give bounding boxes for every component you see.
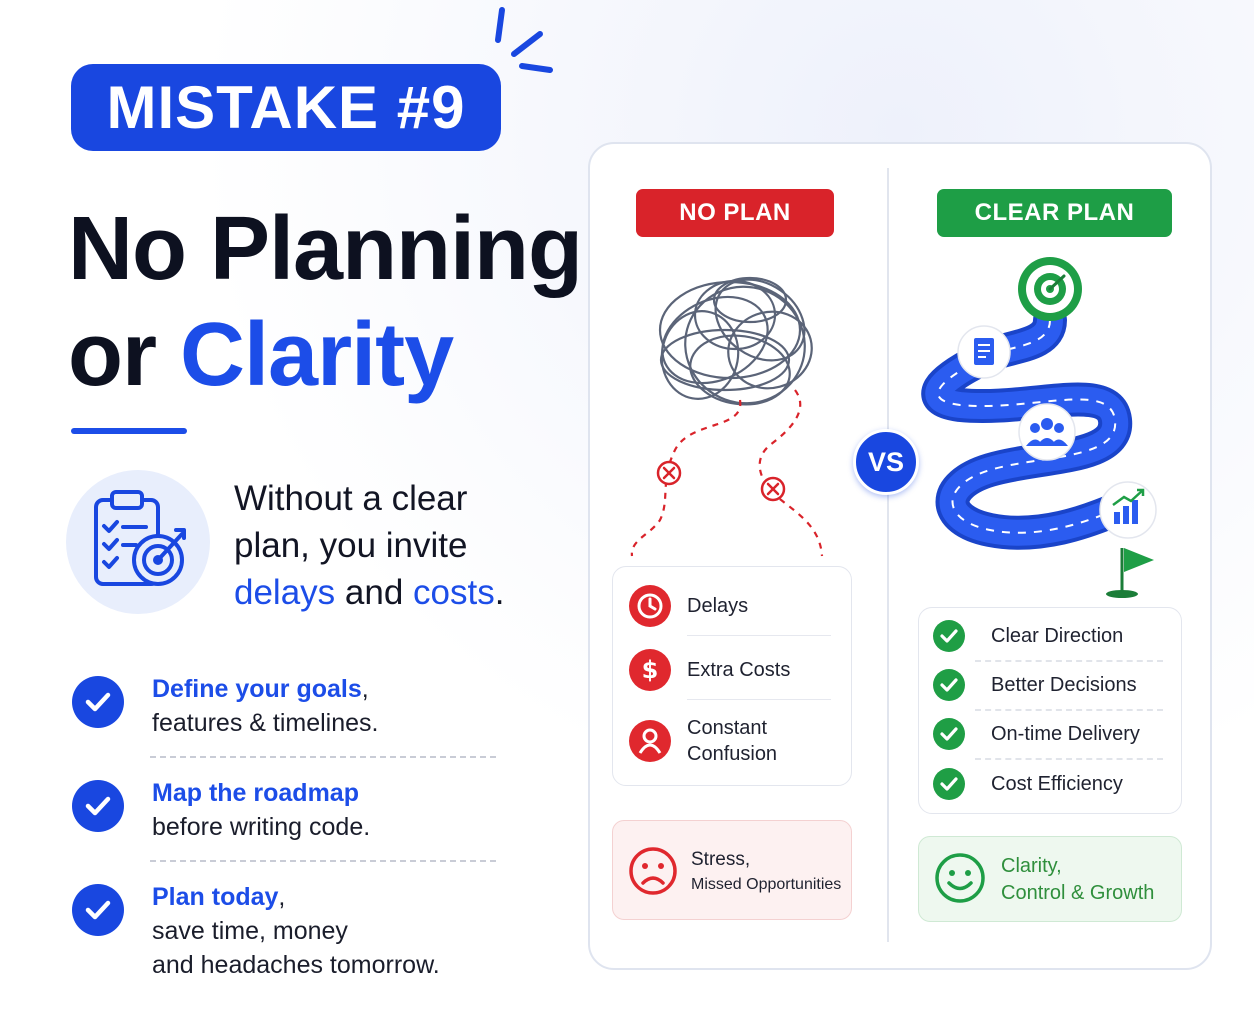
clear-plan-tag: CLEAR PLAN xyxy=(937,189,1172,237)
intro-highlight-costs: costs xyxy=(413,573,495,612)
tip-rest: before writing code. xyxy=(152,813,371,841)
tip-lead-suffix: , xyxy=(361,675,369,703)
mistake-badge-label: MISTAKE #9 xyxy=(106,74,466,141)
tip-item: Define your goals, features & timelines. xyxy=(72,668,502,772)
tip-divider xyxy=(150,860,496,862)
no-plan-result: Stress, Missed Opportunities xyxy=(612,820,852,920)
clear-plan-result: Clarity, Control & Growth xyxy=(918,836,1182,922)
title-line-1: No Planning xyxy=(68,199,583,299)
tip-text: Plan today, save time, money and headach… xyxy=(152,880,440,982)
result-line-1: Clarity, xyxy=(1001,855,1062,877)
intro-line-3: delays and costs. xyxy=(234,569,554,616)
panel-divider xyxy=(887,168,889,942)
tips-list: Define your goals, features & timelines.… xyxy=(72,668,502,980)
benefit-item: Cost Efficiency xyxy=(933,768,1123,800)
consequence-label-line: Confusion xyxy=(687,743,778,765)
benefit-item: On-time Delivery xyxy=(933,718,1140,750)
tip-lead: Map the roadmap xyxy=(152,779,359,807)
check-icon xyxy=(933,620,965,652)
benefit-label: Better Decisions xyxy=(991,673,1137,696)
tip-item: Plan today, save time, money and headach… xyxy=(72,876,502,980)
burst-lines-icon xyxy=(495,7,553,73)
tip-text: Define your goals, features & timelines. xyxy=(152,672,379,740)
clipboard-target-icon xyxy=(66,470,210,614)
benefit-label: On-time Delivery xyxy=(991,722,1140,745)
title-underline xyxy=(71,428,187,434)
page-title: No Planning or Clarity xyxy=(68,196,583,408)
clear-plan-benefits-card: Clear Direction Better Decisions On-time… xyxy=(918,607,1182,814)
intro-line-2: plan, you invite xyxy=(234,526,468,565)
tip-rest: and headaches tomorrow. xyxy=(152,951,440,979)
vs-badge: VS xyxy=(853,429,919,495)
no-plan-tag: NO PLAN xyxy=(636,189,834,237)
tip-item: Map the roadmap before writing code. xyxy=(72,772,502,876)
clear-plan-tag-label: CLEAR PLAN xyxy=(974,199,1135,226)
benefit-item: Clear Direction xyxy=(933,620,1123,652)
list-divider xyxy=(687,699,831,700)
title-line-2: or Clarity xyxy=(68,302,582,408)
intro-text: Without a clear plan, you invite delays … xyxy=(234,475,554,616)
smile-face-icon xyxy=(935,853,985,903)
list-divider xyxy=(975,709,1163,711)
check-circle-icon xyxy=(72,676,124,728)
check-icon xyxy=(933,669,965,701)
intro-and: and xyxy=(335,573,414,612)
consequence-label-line: Constant xyxy=(687,717,768,739)
tip-rest: features & timelines. xyxy=(152,709,379,737)
sad-face-icon xyxy=(629,847,677,895)
tip-lead: Plan today xyxy=(152,883,279,911)
result-line-1: Stress, xyxy=(691,849,751,870)
check-circle-icon xyxy=(72,884,124,936)
title-plain: or xyxy=(68,305,181,405)
tip-rest: save time, money xyxy=(152,917,348,945)
tip-lead-suffix: , xyxy=(278,883,286,911)
consequence-label: Delays xyxy=(687,595,749,617)
consequence-label: Extra Costs xyxy=(687,659,791,681)
tip-divider xyxy=(150,756,496,758)
intro-period: . xyxy=(494,573,505,612)
title-accent: Clarity xyxy=(180,305,454,405)
check-icon xyxy=(933,718,965,750)
person-icon xyxy=(629,720,671,762)
vs-label: VS xyxy=(867,446,905,477)
list-divider xyxy=(687,635,831,636)
check-circle-icon xyxy=(72,780,124,832)
tip-text: Map the roadmap before writing code. xyxy=(152,776,370,844)
clock-icon xyxy=(629,585,671,627)
consequence-item: $ Extra Costs xyxy=(629,649,790,691)
check-icon xyxy=(933,768,965,800)
intro-highlight-delays: delays xyxy=(234,573,336,612)
list-divider xyxy=(975,758,1163,760)
mistake-badge: MISTAKE #9 xyxy=(71,64,501,151)
consequence-item: Delays xyxy=(629,585,748,627)
result-line-2: Missed Opportunities xyxy=(691,876,842,893)
benefit-label: Clear Direction xyxy=(991,624,1124,647)
intro-line-1: Without a clear xyxy=(234,479,468,518)
dollar-icon: $ xyxy=(629,649,671,691)
result-line-2: Control & Growth xyxy=(1001,882,1155,904)
no-plan-tag-label: NO PLAN xyxy=(679,199,791,226)
list-divider xyxy=(975,660,1163,662)
tip-lead: Define your goals xyxy=(152,675,362,703)
benefit-label: Cost Efficiency xyxy=(991,772,1123,795)
benefit-item: Better Decisions xyxy=(933,669,1137,701)
